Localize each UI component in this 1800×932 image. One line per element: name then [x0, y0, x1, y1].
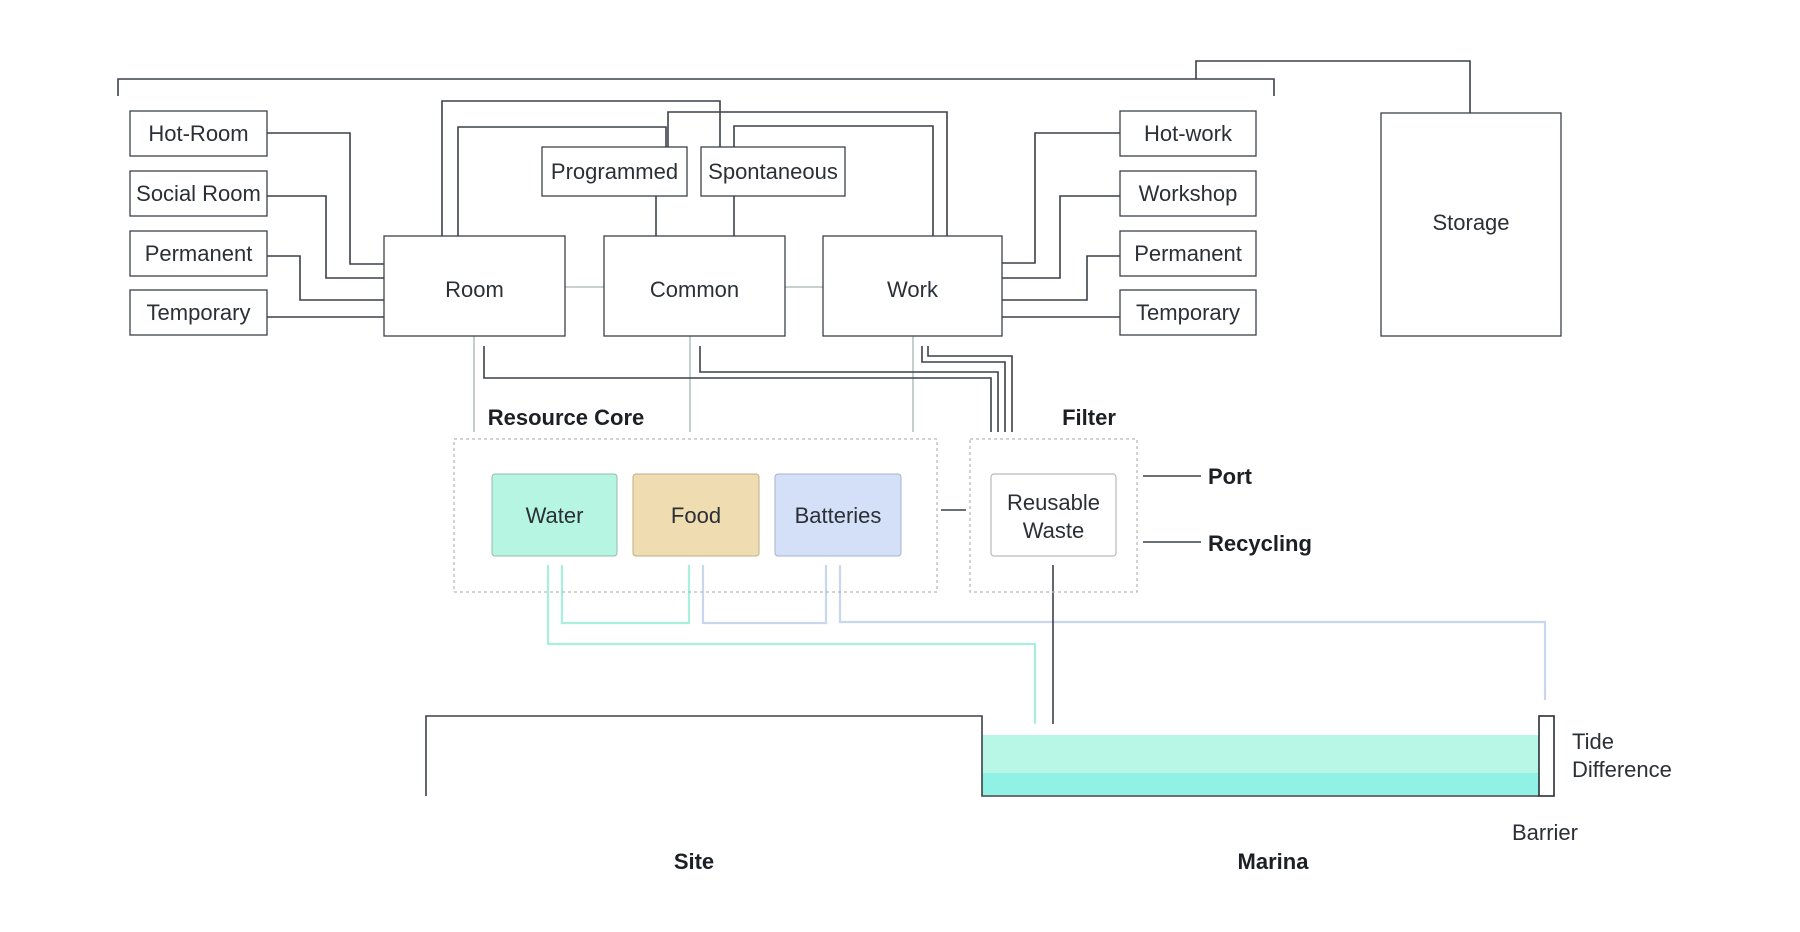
left-item-permanent: Permanent: [129, 230, 268, 277]
link-social-room-room: [267, 195, 384, 279]
site-ground-outline: [425, 715, 1539, 797]
storage-bracket: [1195, 60, 1471, 113]
link-room-work-inner: [457, 126, 667, 236]
link-hot-work-work: [1002, 132, 1120, 264]
water-label: Water: [526, 503, 584, 528]
right-items: Hot-work Workshop Permanent Temporary: [1119, 110, 1257, 336]
flow-water-food: [560, 565, 691, 625]
site-label: Site: [674, 849, 714, 874]
marina-label: Marina: [1238, 849, 1310, 874]
batteries-box: Batteries: [774, 473, 902, 557]
water-upper-layer: [982, 735, 1539, 773]
work-hub: Work: [822, 235, 1003, 337]
top-bracket: [117, 78, 1275, 96]
resource-core: Resource Core Water Food Batteries: [453, 405, 938, 593]
right-item-workshop: Workshop: [1119, 170, 1257, 217]
left-item-temporary: Temporary: [129, 289, 268, 336]
link-permanent-room: [267, 255, 384, 301]
right-item-temporary: Temporary: [1119, 289, 1257, 336]
common-label: Common: [650, 277, 739, 302]
left-item-label: Temporary: [147, 300, 251, 325]
link-permanent-work: [1002, 255, 1120, 301]
hubs: Room Common Work: [383, 235, 1003, 337]
right-item-label: Workshop: [1139, 181, 1238, 206]
barrier-label: Barrier: [1512, 820, 1578, 845]
link-work-filter-2: [927, 346, 1013, 432]
left-item-label: Permanent: [145, 241, 253, 266]
recycling-label: Recycling: [1208, 531, 1312, 556]
tide-label-line1: Tide: [1572, 729, 1614, 754]
left-item-label: Social Room: [136, 181, 261, 206]
site-section: Tide Difference Barrier Site Marina: [425, 715, 1672, 874]
link-room-filter: [483, 346, 992, 432]
water-box: Water: [491, 473, 618, 557]
resource-core-frame: [453, 438, 938, 593]
flow-batteries-barrier: [838, 565, 1547, 700]
programmed-label: Programmed: [551, 159, 678, 184]
link-spontaneous-work: [733, 125, 934, 236]
work-label: Work: [887, 277, 939, 302]
link-common-filter: [699, 346, 999, 432]
food-label: Food: [671, 503, 721, 528]
programmed-box: Programmed: [541, 146, 688, 197]
link-room-work-outer: [441, 100, 721, 236]
port-label: Port: [1208, 464, 1253, 489]
left-item-social-room: Social Room: [129, 170, 268, 217]
tide-label-line2: Difference: [1572, 757, 1672, 782]
storage-box: Storage: [1380, 112, 1562, 337]
right-item-hot-work: Hot-work: [1119, 110, 1257, 157]
reusable-label: Reusable: [1007, 490, 1100, 515]
link-work-filter: [921, 346, 1006, 432]
link-hot-room-room: [267, 132, 384, 265]
filter-title: Filter: [1062, 405, 1116, 430]
food-box: Food: [632, 473, 760, 557]
left-item-hot-room: Hot-Room: [129, 110, 268, 157]
water-lower-layer: [982, 773, 1539, 795]
link-workshop-work: [1002, 195, 1120, 279]
spontaneous-label: Spontaneous: [708, 159, 838, 184]
spontaneous-box: Spontaneous: [700, 146, 846, 197]
filter: Filter Reusable Waste: [969, 405, 1138, 593]
outputs: Port Recycling: [1208, 464, 1312, 556]
reusable-waste-box: Reusable Waste: [990, 473, 1117, 557]
common-hub: Common: [603, 235, 786, 337]
waste-label: Waste: [1023, 518, 1085, 543]
link-programmed-work: [667, 111, 948, 236]
filter-frame: [969, 438, 1138, 593]
left-items: Hot-Room Social Room Permanent Temporary: [129, 110, 268, 336]
flow-water-marina: [546, 565, 1037, 724]
room-hub: Room: [383, 235, 566, 337]
right-item-label: Permanent: [1134, 241, 1242, 266]
right-item-label: Hot-work: [1144, 121, 1233, 146]
right-item-permanent: Permanent: [1119, 230, 1257, 277]
right-item-label: Temporary: [1136, 300, 1240, 325]
batteries-label: Batteries: [795, 503, 882, 528]
activity-boxes: Programmed Spontaneous: [541, 146, 846, 197]
barrier-wall: [1538, 715, 1555, 797]
resource-core-title: Resource Core: [488, 405, 645, 430]
flow-food-batteries: [701, 565, 828, 625]
storage-label: Storage: [1432, 210, 1509, 235]
room-label: Room: [445, 277, 504, 302]
connector-lines: [117, 60, 1547, 724]
left-item-label: Hot-Room: [148, 121, 248, 146]
